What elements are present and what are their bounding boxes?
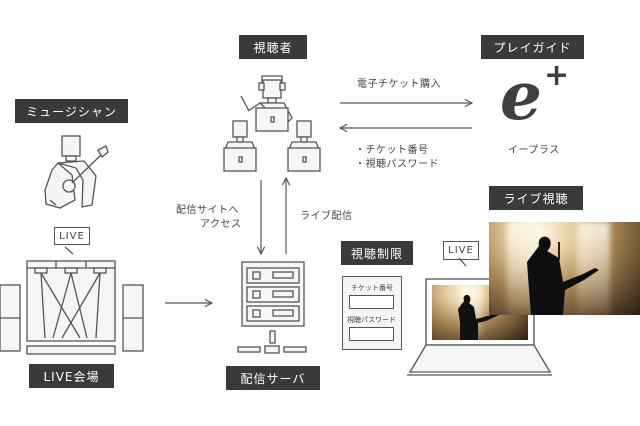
live-viewing-photo [489, 222, 640, 315]
label-live-viewing: ライブ視聴 [489, 186, 583, 210]
label-live-venue: LIVE会場 [29, 364, 114, 388]
text-live-stream: ライブ配信 [300, 211, 353, 222]
password-field[interactable] [349, 327, 394, 341]
eplus-logo: e + [494, 57, 574, 135]
password-label: 視聴パスワード [347, 316, 396, 324]
eplus-caption: イープラス [508, 145, 560, 156]
viewers-icon [223, 75, 321, 172]
text-view-password: ・視聴パスワード [355, 159, 439, 170]
text-access-site-1: 配信サイトへ [176, 205, 239, 216]
live-venue-icon [0, 246, 144, 355]
eplus-logo-plus: + [544, 58, 570, 93]
ticket-number-field[interactable] [349, 295, 394, 309]
eplus-logo-e: e [500, 57, 542, 135]
restriction-form: チケット番号 視聴パスワード [342, 276, 402, 350]
venue-live-bubble: LIVE [54, 227, 90, 245]
performer-silhouette-small [458, 294, 499, 340]
label-restriction: 視聴制限 [341, 241, 413, 265]
performer-silhouette-large [527, 236, 599, 315]
server-icon [237, 261, 307, 354]
label-server: 配信サーバ [226, 366, 320, 390]
laptop-live-bubble: LIVE [443, 241, 479, 260]
musician-icon [44, 135, 109, 209]
text-access-site-2: アクセス [200, 219, 242, 230]
label-musician: ミュージシャン [15, 99, 128, 123]
label-play-guide: プレイガイド [481, 35, 584, 59]
text-ticket-number: ・チケット番号 [355, 145, 429, 156]
text-ticket-purchase: 電子チケット購入 [357, 79, 441, 90]
label-viewers: 視聴者 [239, 35, 307, 59]
ticket-number-label: チケット番号 [351, 284, 393, 292]
